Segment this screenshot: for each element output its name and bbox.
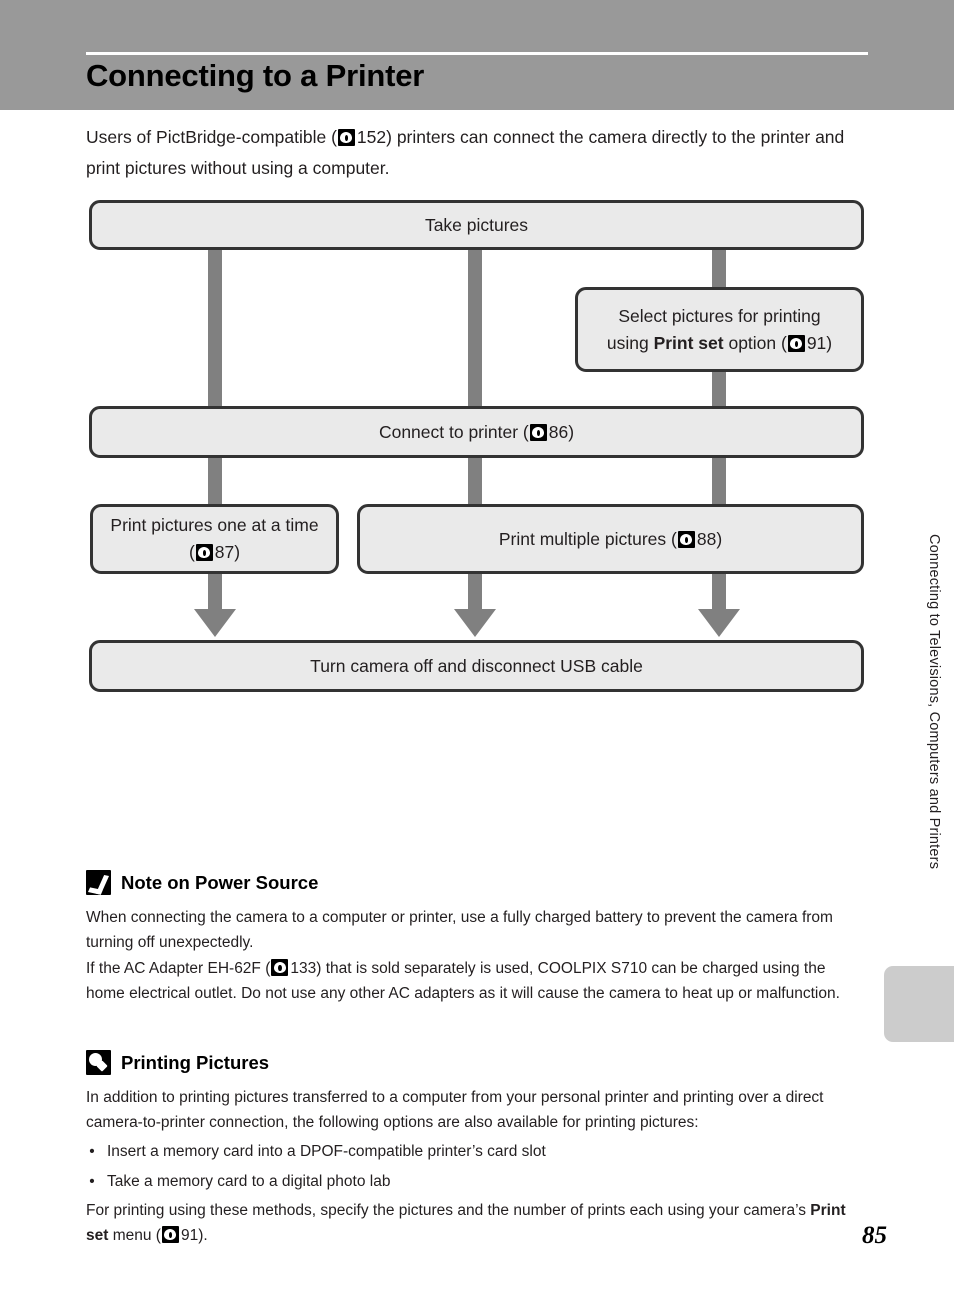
reference-marker-icon	[161, 1225, 179, 1243]
note-printing-closing-bold: Print set	[86, 1202, 846, 1244]
note-printing-closing: For printing using these methods, specif…	[86, 1199, 868, 1248]
print-multiple-ref: 88	[696, 528, 717, 549]
note-power-source-para-2: If the AC Adapter EH-62F ( 133) that is s…	[86, 957, 868, 1006]
connector-left-upper	[208, 247, 222, 417]
connect-printer-text-b: )	[568, 421, 575, 442]
bullet-dot-icon: •	[89, 1143, 95, 1160]
arrowhead-right	[698, 609, 740, 637]
intro-paragraph: Users of PictBridge-compatible ( 152) pri…	[86, 122, 868, 184]
reference-marker-icon	[337, 129, 355, 146]
print-multiple-text-a: Print multiple pictures (	[498, 528, 677, 549]
note-power-para2-ref: 133	[290, 960, 317, 977]
reference-marker-icon	[529, 423, 547, 441]
chapter-side-text: Connecting to Televisions, Computers and…	[926, 534, 942, 870]
note-printing-pictures-body: In addition to printing pictures transfe…	[86, 1086, 868, 1248]
connector-mid-lower	[468, 572, 482, 610]
intro-text-1: Users of PictBridge-compatible (	[86, 127, 337, 147]
note-printing-closing-b: menu (	[108, 1226, 161, 1244]
flow-box-take-pictures-label: Take pictures	[424, 214, 529, 235]
select-pictures-line1: Select pictures for printing	[618, 305, 821, 326]
chapter-thumb-tab	[884, 966, 954, 1042]
note-power-source-body: When connecting the camera to a computer…	[86, 906, 868, 1006]
note-printing-bullet-2: Take a memory card to a digital photo la…	[107, 1172, 391, 1190]
reference-marker-icon	[677, 530, 695, 548]
note-power-source-heading: Note on Power Source	[86, 870, 868, 895]
print-multiple-text-b: )	[716, 528, 723, 549]
flow-box-turn-off-label: Turn camera off and disconnect USB cable	[310, 655, 643, 676]
lightbulb-badge-icon	[86, 1050, 111, 1075]
note-power-para2-b: ) that is sold separately is used, COOLP…	[86, 960, 840, 1002]
print-one-ref: 87	[214, 542, 235, 562]
note-printing-closing-ref: 91	[180, 1226, 199, 1244]
note-printing-bullet-1: Insert a memory card into a DPOF-compati…	[107, 1143, 546, 1160]
connector-mid-mid	[468, 455, 482, 505]
list-item: • Take a memory card to a digital photo …	[86, 1170, 868, 1195]
note-printing-pictures-heading: Printing Pictures	[86, 1050, 868, 1075]
note-printing-pictures: Printing Pictures In addition to printin…	[86, 1050, 868, 1250]
connect-printer-ref: 86	[548, 421, 569, 442]
note-power-para2-a: If the AC Adapter EH-62F (	[86, 960, 271, 977]
flow-box-print-one-text: Print pictures one at a time (87)	[107, 512, 322, 566]
flow-box-turn-camera-off[interactable]: Turn camera off and disconnect USB cable	[89, 640, 864, 692]
flow-box-connect-printer[interactable]: Connect to printer ( 86)	[89, 406, 864, 458]
note-power-source-title: Note on Power Source	[121, 871, 319, 893]
intro-ref-1: 152	[356, 127, 387, 147]
header-rule	[86, 52, 868, 55]
flow-box-print-one-at-a-time[interactable]: Print pictures one at a time (87)	[90, 504, 339, 574]
note-printing-pictures-title: Printing Pictures	[121, 1051, 270, 1073]
reference-marker-icon	[787, 334, 805, 352]
select-pictures-line2-c: )	[826, 332, 833, 353]
connect-printer-text-a: Connect to printer (	[378, 421, 529, 442]
connector-left-mid	[208, 455, 222, 505]
flow-box-print-multiple[interactable]: Print multiple pictures ( 88)	[357, 504, 864, 574]
flow-box-print-multiple-text: Print multiple pictures ( 88)	[499, 526, 722, 553]
flow-box-select-pictures-text: Select pictures for printing using Print…	[607, 303, 832, 357]
connector-right-upper-b	[712, 368, 726, 418]
print-one-text-b: )	[234, 542, 241, 562]
header-band: Connecting to a Printer	[0, 0, 954, 110]
note-power-source-para-1: When connecting the camera to a computer…	[86, 909, 833, 951]
select-pictures-line2-b: option (	[723, 332, 787, 353]
connector-right-mid	[712, 455, 726, 505]
connector-mid-upper	[468, 247, 482, 417]
flow-box-take-pictures[interactable]: Take pictures	[89, 200, 864, 250]
select-pictures-line2-a: using	[606, 332, 654, 353]
arrowhead-mid	[454, 609, 496, 637]
check-badge-icon	[86, 870, 111, 895]
flow-box-select-pictures[interactable]: Select pictures for printing using Print…	[575, 287, 864, 372]
note-printing-closing-a: For printing using these methods, specif…	[86, 1202, 811, 1219]
arrowhead-left	[194, 609, 236, 637]
print-one-text-a: Print pictures one at a time (	[110, 515, 319, 562]
note-printing-closing-c: ).	[198, 1226, 208, 1244]
connector-right-lower	[712, 572, 726, 610]
page-title: Connecting to a Printer	[86, 58, 425, 93]
page-number: 85	[862, 1222, 887, 1249]
reference-marker-icon	[195, 544, 213, 561]
connector-right-upper-a	[712, 247, 726, 291]
intro-text-2: ) printers can connect the camera direct…	[86, 127, 845, 178]
bullet-dot-icon: •	[89, 1172, 95, 1190]
connector-left-lower	[208, 572, 222, 610]
select-pictures-ref: 91	[806, 332, 827, 353]
reference-marker-icon	[271, 959, 289, 976]
note-printing-intro: In addition to printing pictures transfe…	[86, 1089, 824, 1131]
flow-box-connect-printer-text: Connect to printer ( 86)	[379, 419, 574, 446]
select-pictures-bold: Print set	[653, 332, 724, 353]
list-item: • Insert a memory card into a DPOF-compa…	[86, 1140, 868, 1165]
note-power-source: Note on Power Source When connecting the…	[86, 870, 868, 1008]
